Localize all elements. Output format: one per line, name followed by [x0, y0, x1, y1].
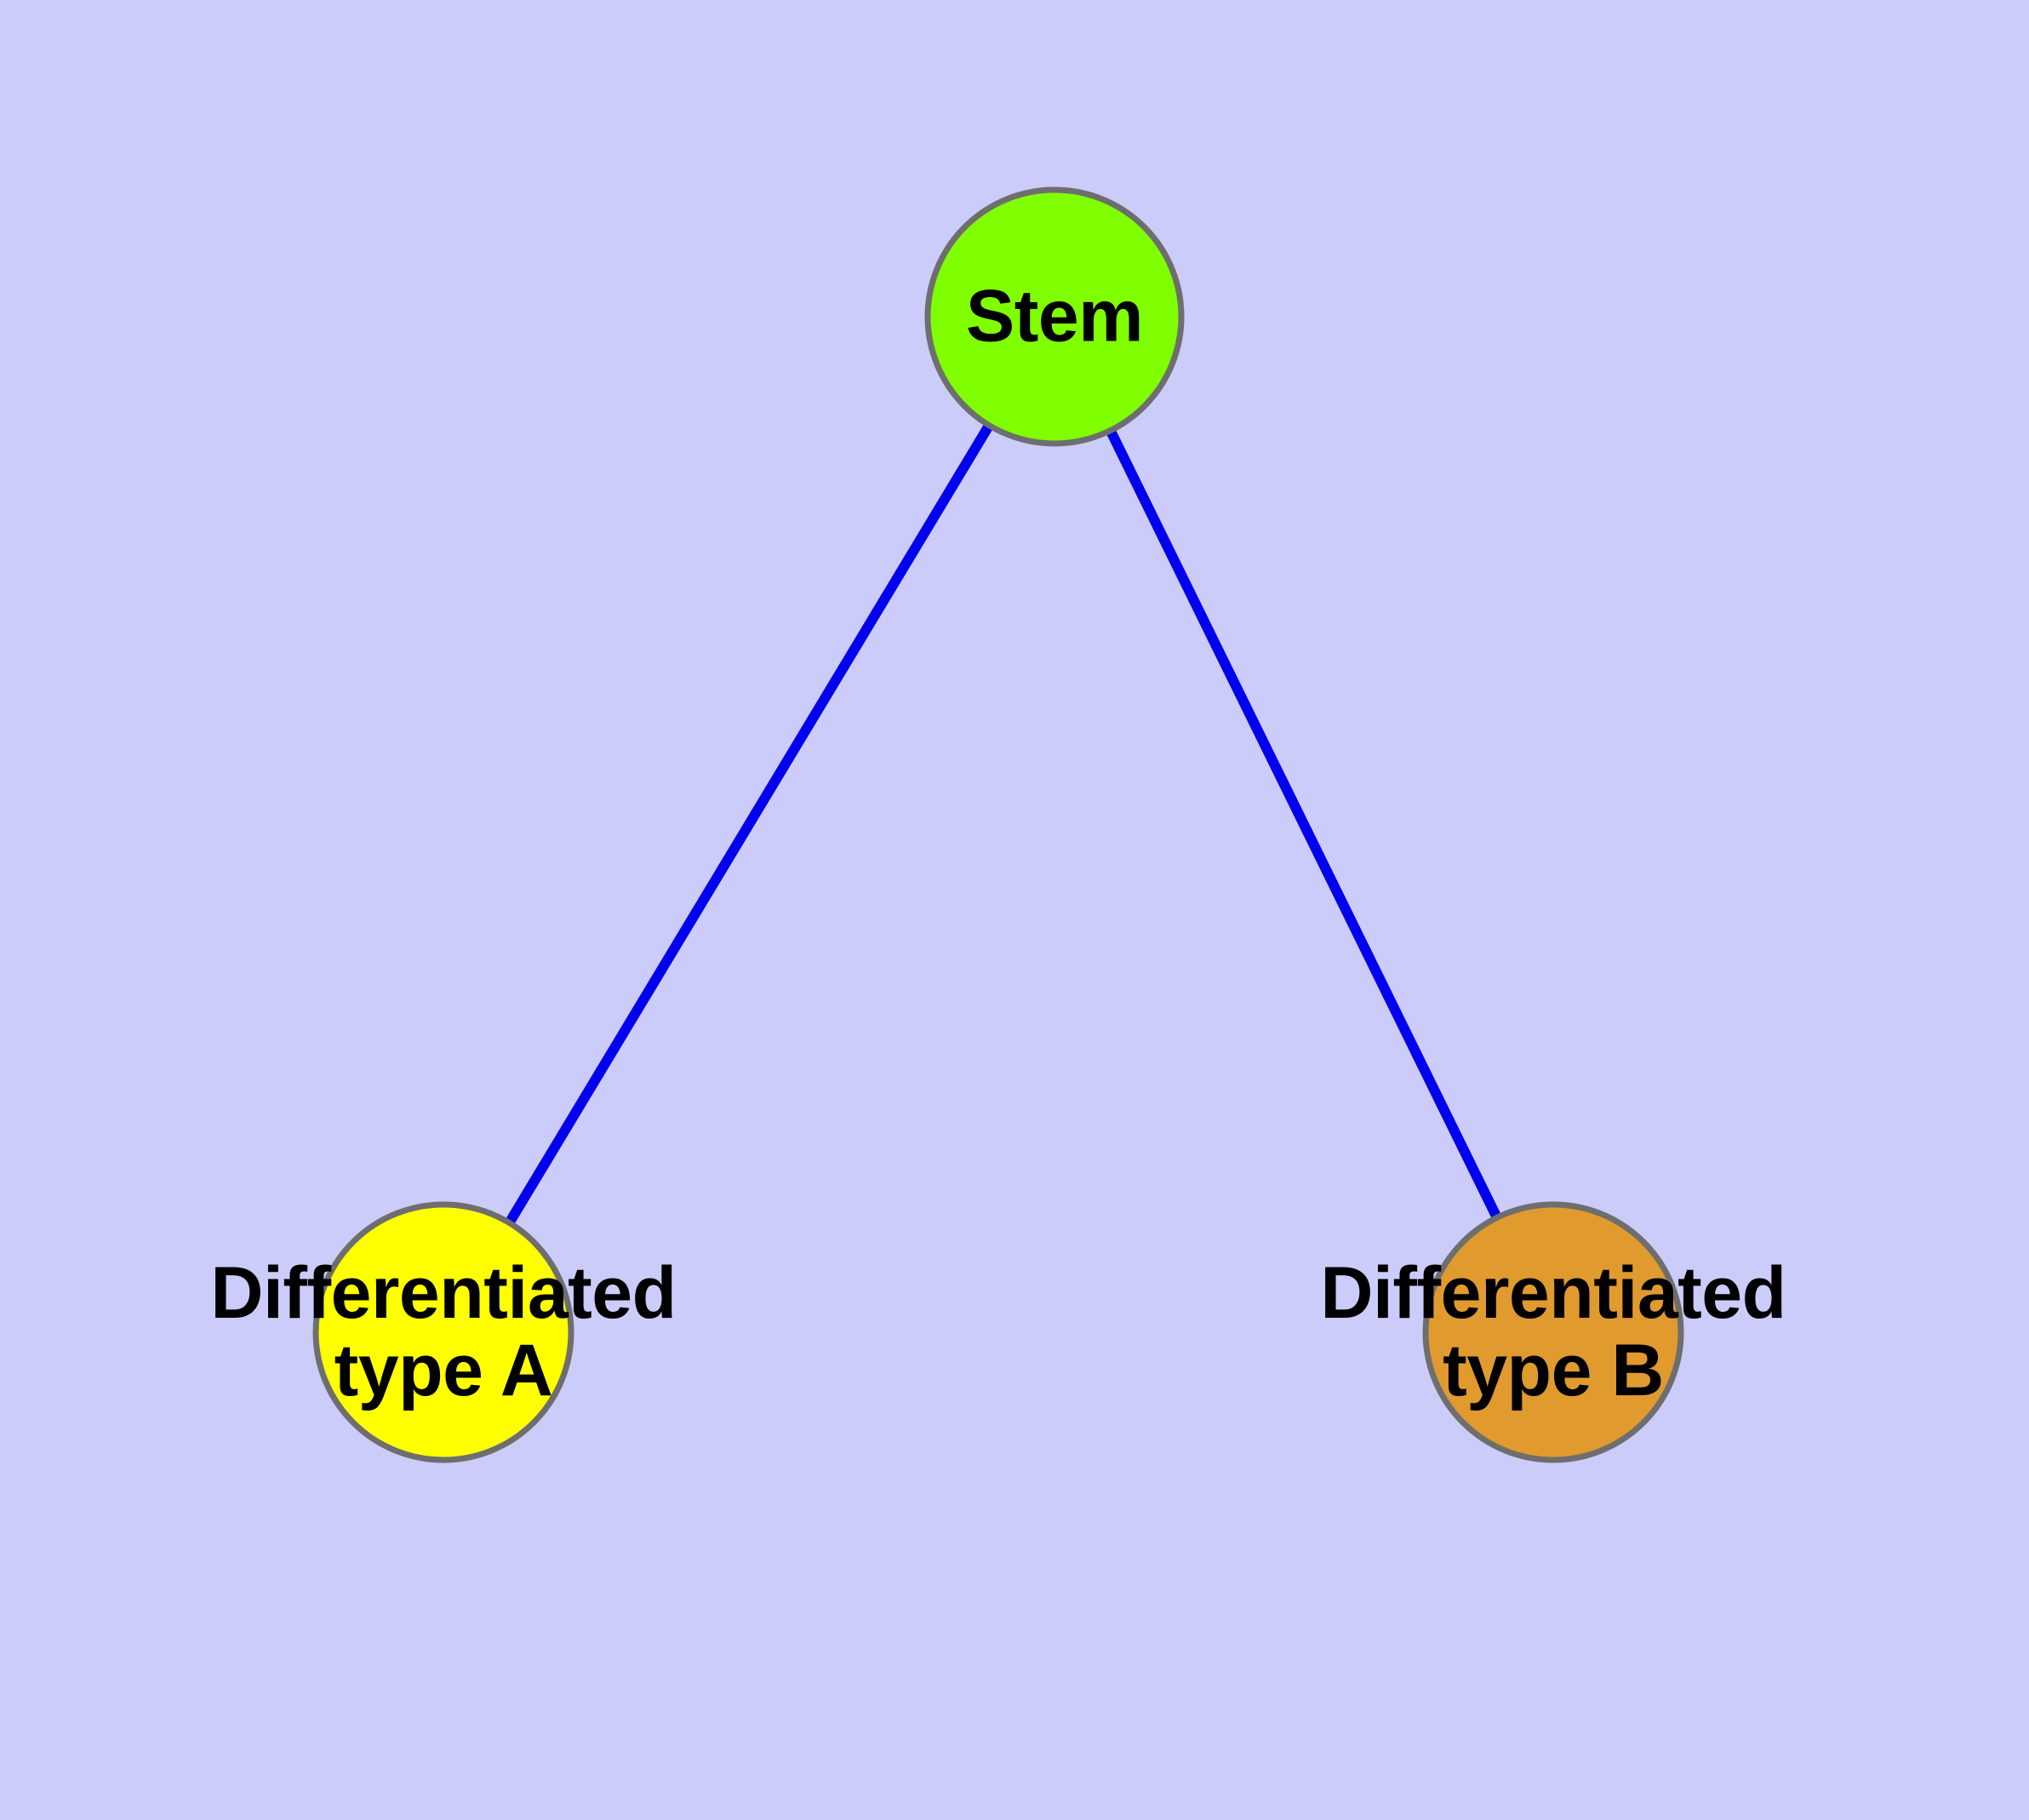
- node-differentiated-type-b[interactable]: [1422, 1201, 1684, 1463]
- edge-stem-to-differentiated-type-a[interactable]: [504, 421, 995, 1228]
- edge-layer: [504, 421, 1503, 1228]
- node-layer: [312, 186, 1684, 1463]
- node-stem[interactable]: [924, 186, 1185, 447]
- node-differentiated-type-a[interactable]: [312, 1201, 574, 1463]
- edge-stem-to-differentiated-type-b[interactable]: [1105, 426, 1503, 1222]
